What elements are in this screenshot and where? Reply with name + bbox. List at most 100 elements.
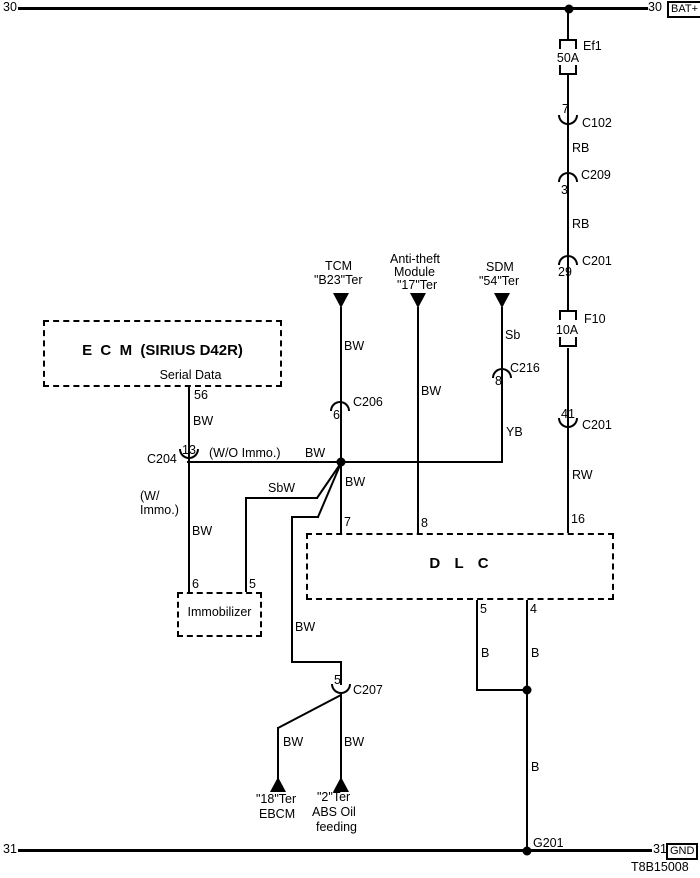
fuse-ef1-name: Ef1 <box>583 39 602 53</box>
offpage-ebcm-line2: EBCM <box>259 807 296 821</box>
connector-c216-pin: 8 <box>495 374 502 388</box>
wire-label-bw-immo: BW <box>192 524 213 538</box>
wire-antitheft-to-dlc <box>417 307 419 533</box>
offpage-tcm-line1: TCM <box>325 259 353 273</box>
offpage-abs-line2: ABS Oil <box>312 805 356 819</box>
wire-diagonal-sbw <box>316 462 342 499</box>
wire-diagonal-branch <box>317 462 342 518</box>
junction-dot-ground-join <box>522 685 532 695</box>
wire-label-bw-ebcm: BW <box>283 735 304 749</box>
connector-c209-symbol <box>558 172 578 182</box>
wire-branch2-horizontal <box>291 516 319 518</box>
fuse-f10-symbol-top <box>559 310 577 320</box>
wire-sbw-horizontal <box>245 497 318 499</box>
note-without-immo: (W/O Immo.) <box>209 446 281 460</box>
wire-label-bw-serial: BW <box>305 446 326 460</box>
connector-c206-symbol <box>330 401 350 411</box>
fuse-ef1-symbol-top <box>559 39 577 49</box>
wire-label-sbw: SbW <box>268 481 296 495</box>
connector-c201-41-label: C201 <box>582 418 612 432</box>
offpage-tcm-line2: "B23"Ter <box>314 273 363 287</box>
wire-sdm-to-junction <box>501 307 503 463</box>
connector-c201-41-pin: 41 <box>561 407 575 421</box>
wire-label-b-ground: B <box>531 760 540 774</box>
connector-c207-pin: 5 <box>334 673 341 687</box>
battery-tag: BAT+ <box>667 1 700 18</box>
immobilizer-pin6-label: 6 <box>192 577 199 591</box>
note-with-immo-line1: (W/ <box>140 489 160 503</box>
offpage-sdm-line1: SDM <box>486 260 514 274</box>
ecm-signal-label: Serial Data <box>159 368 222 382</box>
wire-sbw-to-immobilizer <box>245 497 247 592</box>
wire-label-rw: RW <box>572 468 593 482</box>
wire-label-sb: Sb <box>505 328 521 342</box>
rail-30-left-label: 30 <box>3 0 17 14</box>
wire-label-rb-1: RB <box>572 141 590 155</box>
connector-c201-29-pin: 29 <box>558 265 572 279</box>
offpage-abs-line1: "2"Ter <box>317 790 351 804</box>
offpage-antitheft-line2: Module <box>394 265 435 279</box>
note-with-immo-line2: Immo.) <box>140 503 179 517</box>
wire-label-rb-2: RB <box>572 217 590 231</box>
wire-label-b-dlc5: B <box>481 646 490 660</box>
wire-ecm-serial-data <box>188 387 190 592</box>
wire-c207-to-abs <box>340 694 342 779</box>
rail-30-right-label: 30 <box>648 0 662 14</box>
dlc-pin7-label: 7 <box>344 515 351 529</box>
junction-dot-battery <box>564 4 574 14</box>
wire-dlc5-ground <box>476 600 478 690</box>
offpage-arrow-antitheft-icon <box>410 293 426 308</box>
wire-fuse-to-f10 <box>567 75 569 311</box>
wire-diagonal-c207-left <box>277 694 342 729</box>
wire-label-bw-antitheft: BW <box>421 384 442 398</box>
wire-branch2-vertical <box>291 516 293 663</box>
immobilizer-title: Immobilizer <box>187 605 252 619</box>
wire-label-bw-tcm: BW <box>344 339 365 353</box>
connector-c204-label: C204 <box>147 452 177 466</box>
fuse-f10-rating: 10A <box>555 323 579 337</box>
dlc-title: D L C <box>429 555 491 572</box>
connector-c209-label: C209 <box>581 168 611 182</box>
connector-c206-pin: 6 <box>333 408 340 422</box>
connector-c207-label: C207 <box>353 683 383 697</box>
dlc-pin8-label: 8 <box>421 516 428 530</box>
connector-c201-29-label: C201 <box>582 254 612 268</box>
wire-c207-elbow <box>291 661 342 663</box>
immobilizer-pin5-label: 5 <box>249 577 256 591</box>
wire-label-bw-dlc7: BW <box>345 475 366 489</box>
wire-into-c207 <box>340 661 342 685</box>
diagram-code: T8B15008 <box>631 860 689 874</box>
offpage-abs-line3: feeding <box>316 820 358 834</box>
offpage-arrow-tcm-icon <box>333 293 349 308</box>
rail-31-ground <box>18 849 652 852</box>
offpage-antitheft-line1: Anti-theft <box>390 252 441 266</box>
offpage-antitheft-line3: "17"Ter <box>397 278 438 292</box>
wire-tcm-to-dlc <box>340 307 342 533</box>
fuse-f10-name: F10 <box>584 312 606 326</box>
offpage-sdm-line2: "54"Ter <box>479 274 520 288</box>
dlc-pin16-label: 16 <box>571 512 585 526</box>
wire-label-bw-c207: BW <box>295 620 316 634</box>
fuse-ef1-symbol-bottom <box>559 65 577 75</box>
junction-dot-g201 <box>522 846 532 856</box>
connector-c201-29-symbol <box>558 255 578 265</box>
ecm-pin56-label: 56 <box>194 388 208 402</box>
connector-c102-pin: 7 <box>562 102 569 116</box>
dlc-box <box>306 533 614 600</box>
junction-dot-serial <box>336 457 346 467</box>
rail-31-right-label: 31 <box>653 842 667 856</box>
connector-c216-label: C216 <box>510 361 540 375</box>
wire-ground-join <box>476 689 528 691</box>
connector-c102-label: C102 <box>582 116 612 130</box>
wire-label-bw-abs: BW <box>344 735 365 749</box>
dlc-pin5-label: 5 <box>480 602 487 616</box>
offpage-arrow-sdm-icon <box>494 293 510 308</box>
wire-label-b-dlc4: B <box>531 646 540 660</box>
wire-f10-to-dlc <box>567 348 569 533</box>
wire-dlc4-ground <box>526 600 528 851</box>
ground-point-label: G201 <box>533 836 564 850</box>
dlc-pin4-label: 4 <box>530 602 537 616</box>
offpage-arrow-ebcm-icon <box>270 777 286 792</box>
ecm-title: E C M (SIRIUS D42R) <box>82 342 243 359</box>
